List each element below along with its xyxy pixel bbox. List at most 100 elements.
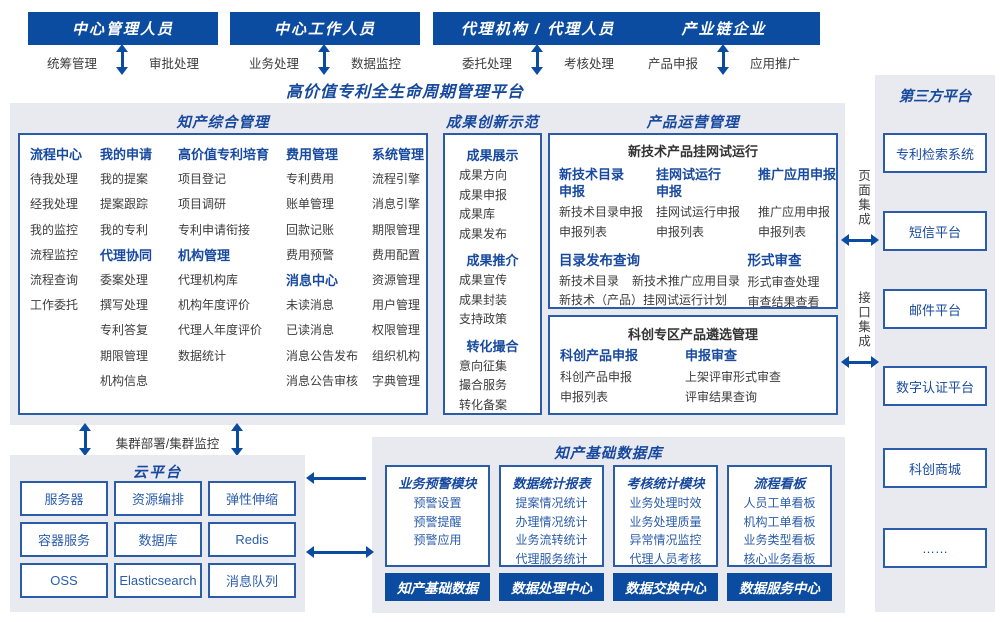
data-center-3: 数据服务中心 [727, 573, 832, 601]
double-arrow-horizontal-icon [841, 234, 879, 246]
page-title: 高价值专利全生命周期管理平台 [285, 84, 524, 101]
section-heading-product-ops: 产品运营管理 [646, 115, 740, 131]
catalog-query-block: 目录发布查询 新技术目录新技术推广应用目录 新技术（产品）挂网试运行计划 [559, 249, 747, 312]
ip-mgmt-column-2: 高价值专利培育项目登记项目调研专利申请衔接机构管理代理机构库机构年度评价代理人年… [178, 142, 284, 369]
double-arrow-vertical-icon [231, 423, 243, 456]
actor-title: 代理机构 / 代理人员 [433, 12, 643, 45]
double-arrow-vertical-icon [79, 423, 91, 456]
menu-item: 项目调研 [178, 197, 227, 212]
menu-item: 预警应用 [413, 533, 462, 547]
menu-item: 回款记账 [286, 222, 335, 237]
trial-run-box: 新技术产品挂网试运行 新技术目录 申报新技术目录申报申报列表挂网试运行 申报挂网… [548, 133, 838, 309]
module-heading: 成果推介 [466, 253, 519, 268]
menu-item: 消息公告发布 [286, 348, 359, 363]
data-center-1: 数据处理中心 [499, 573, 604, 601]
module-heading: 消息中心 [286, 273, 339, 289]
menu-item: 成果库 [459, 207, 496, 221]
module-heading: 挂网试运行 申报 [656, 167, 722, 199]
menu-item: 成果发布 [459, 226, 508, 241]
third-party-platform-1: 短信平台 [883, 211, 987, 251]
menu-item: 转化备案 [459, 397, 508, 412]
menu-item: 资源管理 [372, 273, 421, 288]
selection-column-0: 科创产品申报科创产品申报申报列表 [560, 347, 685, 407]
menu-item: 预警设置 [413, 496, 462, 510]
double-arrow-horizontal-icon [306, 546, 374, 558]
cloud-service-4: 数据库 [114, 522, 202, 557]
section-heading-ip-mgmt: 知产综合管理 [176, 115, 270, 131]
menu-item: 形式审查处理 [747, 275, 820, 289]
db-module-3: 流程看板人员工单看板机构工单看板业务类型看板核心业务看板 [727, 465, 832, 567]
menu-item: 费用预警 [286, 247, 335, 262]
menu-item: 成果宣传 [459, 273, 508, 287]
menu-item: 流程查询 [30, 273, 79, 288]
actor-tags: 产品申报应用推广 [628, 53, 820, 72]
double-arrow-vertical-icon [531, 44, 543, 75]
menu-item: 代理人员考核 [629, 551, 702, 566]
menu-item: 机构年度评价 [178, 298, 251, 313]
cluster-label: 集群部署/集群监控 [115, 437, 220, 451]
actor-right-tag: 应用推广 [750, 57, 801, 71]
module-heading: 业务预警模块 [398, 476, 477, 491]
actor-title: 中心管理人员 [28, 12, 218, 45]
selection-columns: 科创产品申报科创产品申报申报列表申报审查上架评审形式审查评审结果查询 [550, 343, 836, 407]
actor-group-2: 代理机构 / 代理人员委托处理考核处理 [433, 12, 643, 75]
menu-item: 组织机构 [372, 348, 421, 363]
menu-item: 新技术推广应用目录 [632, 274, 741, 288]
cloud-service-1: 资源编排 [114, 481, 202, 516]
menu-item: 机构工单看板 [743, 514, 816, 529]
menu-item: 支持政策 [459, 312, 508, 326]
cloud-service-0: 服务器 [20, 481, 108, 516]
module-heading: 科创产品申报 [560, 348, 639, 363]
menu-item: 已读消息 [286, 323, 335, 338]
menu-item: 经我处理 [30, 197, 79, 212]
menu-item: 期限管理 [372, 222, 421, 237]
menu-item: 成果方向 [459, 168, 508, 182]
module-heading: 申报审查 [685, 348, 738, 363]
menu-item: 撮合服务 [459, 378, 508, 392]
selection-title: 科创专区产品遴选管理 [627, 327, 758, 342]
menu-item: 评审结果查询 [685, 390, 758, 404]
menu-item: 挂网试运行申报 [656, 205, 741, 219]
trial-column-1: 挂网试运行 申报挂网试运行申报申报列表 [656, 166, 758, 242]
cloud-service-3: 容器服务 [20, 522, 108, 557]
selection-column-1: 申报审查上架评审形式审查评审结果查询 [685, 347, 825, 407]
third-party-platform-2: 邮件平台 [883, 289, 987, 329]
actor-right-tag: 考核处理 [564, 57, 615, 71]
page-integration-label: 页面集成 [856, 169, 870, 227]
menu-item: 代理机构库 [178, 273, 239, 288]
double-arrow-horizontal-icon [841, 356, 879, 368]
actor-group-1: 中心工作人员业务处理数据监控 [230, 12, 420, 75]
arrow-left-icon [306, 472, 366, 484]
formal-review-block: 形式审查 形式审查处理审查结果查看 [747, 249, 827, 312]
cloud-service-8: 消息队列 [208, 563, 296, 598]
section-heading-achievement: 成果创新示范 [446, 115, 539, 131]
menu-item: 成果封装 [459, 292, 508, 307]
menu-item: 代理人年度评价 [178, 323, 263, 338]
catalog-items-row: 新技术目录新技术推广应用目录 [559, 272, 747, 291]
menu-item: 我的监控 [30, 222, 79, 237]
menu-item: 项目登记 [178, 172, 227, 187]
module-heading: 费用管理 [286, 147, 339, 162]
menu-item: 推广应用申报 [758, 205, 831, 219]
menu-item: 新技术目录 [559, 274, 620, 288]
platform-panel: 知产综合管理 成果创新示范 产品运营管理 流程中心待我处理经我处理我的监控流程监… [10, 103, 845, 425]
trial-column-0: 新技术目录 申报新技术目录申报申报列表 [559, 166, 656, 242]
section-heading-third-party: 第三方平台 [898, 89, 972, 105]
module-heading: 成果展示 [466, 148, 519, 163]
menu-item: 费用配置 [372, 247, 421, 262]
menu-item: 上架评审形式审查 [685, 370, 782, 384]
actor-title: 产业链企业 [628, 12, 820, 45]
section-heading-database: 知产基础数据库 [554, 446, 663, 462]
menu-item: 待我处理 [30, 172, 79, 187]
menu-item: 撰写处理 [100, 298, 149, 313]
double-arrow-vertical-icon [717, 44, 729, 75]
actor-right-tag: 数据监控 [351, 57, 402, 71]
database-modules: 业务预警模块预警设置预警提醒预警应用数据统计报表提案情况统计办理情况统计业务流转… [385, 465, 832, 567]
trial-run-columns: 新技术目录 申报新技术目录申报申报列表挂网试运行 申报挂网试运行申报申报列表推广… [550, 160, 836, 242]
menu-item: 申报列表 [560, 390, 609, 404]
module-heading: 系统管理 [372, 147, 425, 162]
actor-left-tag: 业务处理 [248, 57, 299, 71]
data-center-2: 数据交换中心 [613, 573, 718, 601]
